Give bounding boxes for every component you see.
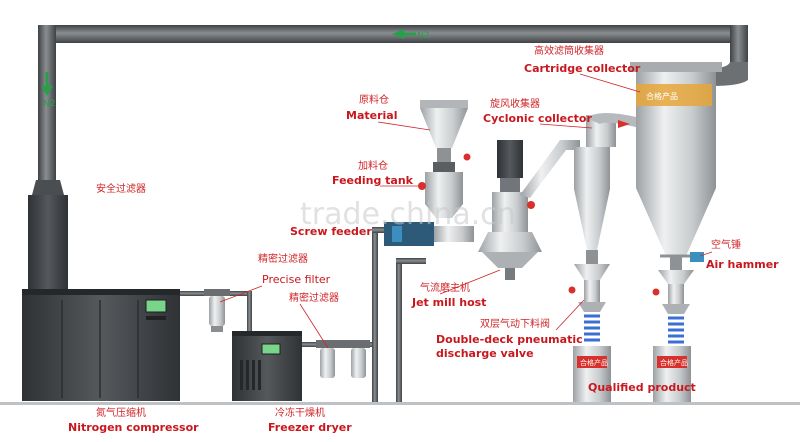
nitrogen-compressor [22, 289, 180, 401]
jet-mill-label-cn: 气流磨主机 [420, 281, 470, 294]
precise-filter-2 [316, 340, 370, 378]
barrel-tag-left: 合格产品 [580, 358, 608, 367]
precise-filter-1-label-cn: 精密过滤器 [258, 252, 308, 265]
n2-label-top: N2 [417, 31, 429, 41]
leader-lines [219, 73, 713, 349]
material-label-en: Material [346, 109, 397, 122]
discharge-valve-label-en-2: discharge valve [436, 347, 534, 360]
qualified-product-label: Qualified product [588, 381, 696, 394]
pipe-mill-cyclone [520, 140, 580, 198]
air-hammer-label-cn: 空气锤 [711, 238, 741, 251]
n2-flow-arrow-left: N2 [41, 72, 55, 109]
safety-filter-label-cn: 安全过滤器 [96, 182, 146, 195]
screw-feeder [384, 222, 474, 246]
gas-riser-pipe [372, 227, 378, 402]
air-hammer-label-en: Air hammer [706, 258, 779, 271]
cartridge-label-cn: 高效滤筒收集器 [534, 44, 604, 57]
feeding-tank-label-en: Feeding tank [332, 174, 414, 187]
feeding-tank-valve-icon [418, 182, 426, 190]
safety-filter-tank [28, 180, 68, 290]
feeding-tank [418, 153, 471, 218]
precise-filter-1 [204, 289, 230, 332]
watermark: trade.china.cn [300, 197, 516, 232]
barrel-tag-right: 合格产品 [660, 358, 688, 367]
material-valve-icon [463, 153, 471, 161]
compressor-label-en: Nitrogen compressor [68, 421, 199, 434]
jet-mill-label-en: Jet mill host [411, 296, 486, 309]
mill-valve-icon [527, 201, 535, 209]
n2-label-left: N2 [43, 99, 55, 109]
cyclone-label-cn: 旋风收集器 [490, 97, 540, 110]
cartridge-plate-text: 合格产品 [646, 91, 678, 101]
cartridge-collector [618, 62, 722, 256]
dryer-label-en: Freezer dryer [268, 421, 352, 434]
cartridge-label-en: Cartridge collector [524, 62, 641, 75]
pipe-compressor-filter [180, 291, 222, 296]
precise-filter-2-label-cn: 精密过滤器 [289, 291, 339, 304]
n2-flow-arrow-top: N2 [392, 29, 429, 41]
feeding-tank-label-cn: 加料仓 [358, 159, 388, 172]
jet-mill-host [478, 140, 542, 280]
floor-line [0, 402, 800, 405]
material-hopper [420, 100, 468, 172]
material-label-cn: 原料仓 [359, 93, 389, 106]
discharge-unit-left [568, 250, 611, 402]
discharge-unit-right [652, 256, 694, 402]
cyclone-label-en: Cyclonic collector [483, 112, 592, 125]
precise-filter-1-label-en: Precise filter [262, 273, 331, 286]
freezer-dryer [232, 331, 302, 401]
compressor-label-cn: 氮气压缩机 [96, 406, 146, 419]
pipe-filter-dryer [230, 291, 252, 296]
cyclonic-collector [574, 113, 640, 250]
discharge-valve-label-en-1: Double-deck pneumatic [436, 333, 583, 346]
dryer-label-cn: 冷冻干燥机 [275, 406, 325, 419]
screw-feeder-label-en: Screw feeder [290, 225, 372, 238]
discharge-valve-label-cn: 双层气动下料阀 [480, 317, 550, 330]
